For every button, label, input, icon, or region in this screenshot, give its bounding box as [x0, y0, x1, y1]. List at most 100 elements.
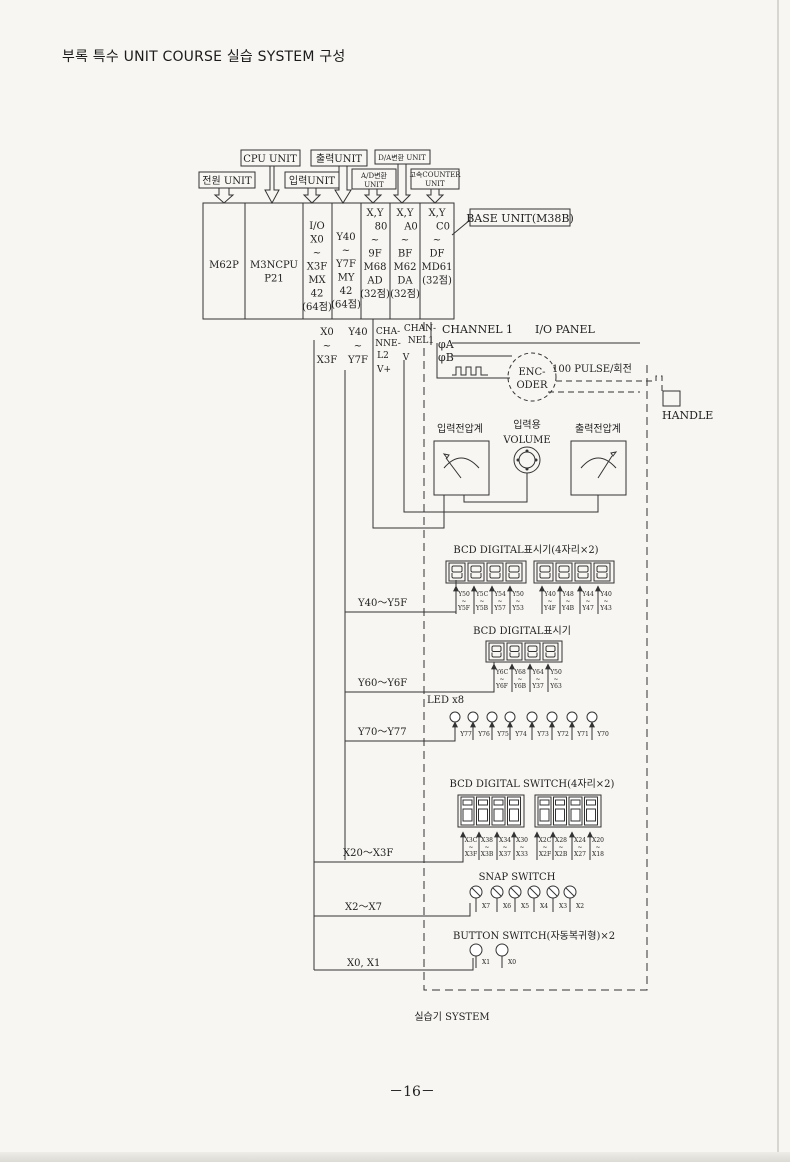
digit-segments	[508, 565, 520, 579]
output-range-line: Y40	[347, 327, 367, 338]
snap-switch-icon[interactable]: X6	[490, 885, 511, 912]
tag-to: Y6B	[513, 683, 527, 690]
button-switch-title: BUTTON SWITCH(자동복귀형)×2	[453, 930, 615, 942]
digit-frame	[448, 562, 466, 582]
tag-to: X27	[574, 851, 586, 858]
cpu-unit-text: CPU UNIT	[243, 154, 297, 165]
da-unit-text: D/A변환 UNIT	[378, 153, 426, 162]
digit-segments	[558, 565, 570, 579]
snap-switch-icon[interactable]: X4	[527, 885, 548, 912]
tag-from: X3C	[465, 837, 478, 844]
led-title: LED x8	[427, 695, 464, 706]
tag-from: X34	[499, 837, 511, 844]
bcd-switch-right	[534, 794, 602, 828]
module-line: DA	[397, 276, 413, 287]
led-range: Y70～Y77	[357, 727, 407, 738]
module-line: (32점)	[360, 288, 390, 300]
handle-icon[interactable]	[662, 390, 681, 407]
switch-wheel	[460, 796, 475, 826]
led-tag: Y70	[596, 731, 609, 738]
snap-tag: X2	[576, 903, 584, 910]
switch-wheel	[537, 796, 552, 826]
led-tag: Y73	[536, 731, 549, 738]
switch-wheel	[476, 796, 490, 826]
seven-segment-digit	[524, 642, 541, 661]
tag-to: Y63	[549, 683, 562, 690]
module-line: DF	[430, 249, 445, 260]
snap-switch-icon[interactable]: X3	[546, 885, 567, 912]
push-button-icon[interactable]: X0	[495, 943, 516, 968]
ad-unit-label: A/D변환 UNIT	[351, 168, 397, 204]
switch-frame	[534, 794, 602, 828]
bcd-switch-range: X20～X3F	[343, 848, 393, 859]
seven-segment-digit	[506, 642, 523, 661]
encoder-icon: ENC- ODER	[507, 352, 557, 402]
module-line: MD61	[422, 262, 453, 273]
page-edge-right	[777, 0, 779, 1162]
snap-switch-icon[interactable]: X7	[469, 885, 490, 912]
output-range-line: ~	[354, 341, 362, 352]
bcd-switch-tag: X38~X3B	[476, 831, 494, 860]
digit-frame	[524, 642, 541, 661]
output-meter-icon	[570, 440, 627, 496]
page-number: －16－	[389, 1084, 435, 1100]
seven-segment-digit	[593, 562, 611, 582]
module-line: 42	[311, 289, 324, 300]
volume-knob-icon[interactable]	[513, 446, 541, 474]
module-line: M68	[364, 262, 387, 273]
snap-lever	[471, 887, 481, 897]
output-unit-text: 출력UNIT	[316, 153, 363, 165]
module-line: (32점)	[390, 288, 420, 300]
digit-frame	[536, 562, 554, 582]
snap-switch-icon[interactable]: X5	[508, 885, 529, 912]
base-unit-text: BASE UNIT(M38B)	[466, 212, 574, 225]
led-lens	[467, 711, 479, 723]
display-4-tag: Y64~Y37	[527, 663, 544, 692]
snap-lever	[529, 887, 539, 897]
display-8-tag: Y50~Y5F	[453, 585, 470, 614]
module-line: (32점)	[422, 275, 452, 287]
digit-segments	[539, 565, 551, 579]
phase-b: φB	[438, 351, 454, 364]
tag-to: X3F	[465, 851, 477, 858]
tag-to: Y5F	[457, 605, 470, 612]
tag-to: Y53	[511, 605, 524, 612]
switch-window	[493, 799, 504, 806]
button-cap	[469, 943, 483, 957]
ad-channel-line: CHA-	[376, 327, 400, 337]
unit-labels: 전원 UNIT CPU UNIT 입력UNIT 출력UNIT A/D변환 UNI…	[198, 149, 461, 205]
led-tag: Y77	[459, 731, 472, 738]
display-group	[485, 640, 563, 663]
handle-label: HANDLE	[662, 409, 713, 422]
display-8-tag: Y5C~Y5B	[471, 585, 489, 614]
push-button-icon[interactable]: X1	[469, 943, 490, 968]
switch-window	[478, 799, 488, 806]
input-range-line: ~	[323, 341, 331, 352]
bcd-display-4: BCD DIGITAL표시기 Y6C~Y6FY68~Y6BY64~Y37Y50~…	[345, 625, 571, 693]
digit-segments	[577, 565, 589, 579]
digit-segments	[596, 565, 608, 579]
tag-tilde: ~	[461, 598, 466, 605]
snap-switch-icon[interactable]: X2	[563, 885, 584, 912]
tag-tilde: ~	[565, 598, 570, 605]
tag-tilde: ~	[497, 598, 502, 605]
module-line: ~	[342, 246, 350, 257]
display-4-tag: Y68~Y6B	[509, 663, 527, 692]
switch-digit	[493, 808, 504, 822]
bcd-switch-tag: X2C~X2F	[534, 831, 552, 860]
tag-from: Y54	[493, 591, 506, 598]
module-line: X,Y	[429, 208, 446, 219]
led-icon: Y73	[526, 711, 549, 740]
digit-frame	[555, 562, 573, 582]
output-meter-title: 출력전압계	[575, 422, 621, 435]
led-tag: Y75	[496, 731, 509, 738]
led-icon: Y76	[467, 711, 490, 740]
digit-segments	[489, 565, 501, 579]
snap-switch-range: X2～X7	[345, 902, 382, 913]
switch-window	[539, 799, 550, 806]
tag-from: Y68	[513, 669, 526, 676]
module-line: M62	[394, 262, 417, 273]
